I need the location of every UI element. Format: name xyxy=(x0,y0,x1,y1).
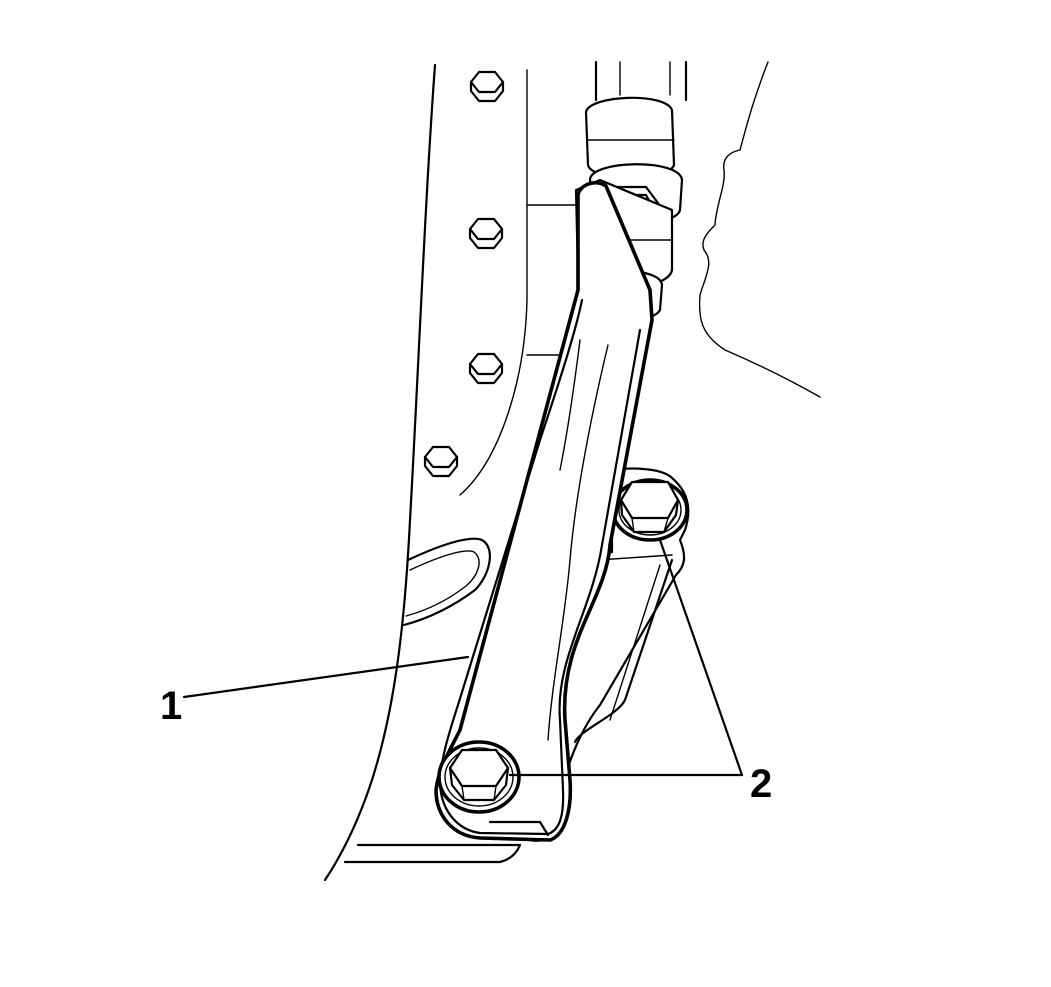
callout-2-label: 2 xyxy=(750,762,772,806)
hex-bolt-icon xyxy=(423,445,459,478)
frame-rail xyxy=(323,63,576,882)
hex-bolt-icon xyxy=(437,740,521,814)
engine-contour xyxy=(698,61,821,398)
hex-bolt-icon xyxy=(469,70,505,103)
leader-lines xyxy=(182,538,744,777)
hex-bolt-icon xyxy=(611,478,689,542)
hex-bolt-icon xyxy=(468,217,504,250)
hex-bolt-icon xyxy=(468,352,504,385)
callout-1-label: 1 xyxy=(160,684,182,728)
frame-bolts xyxy=(423,70,505,478)
